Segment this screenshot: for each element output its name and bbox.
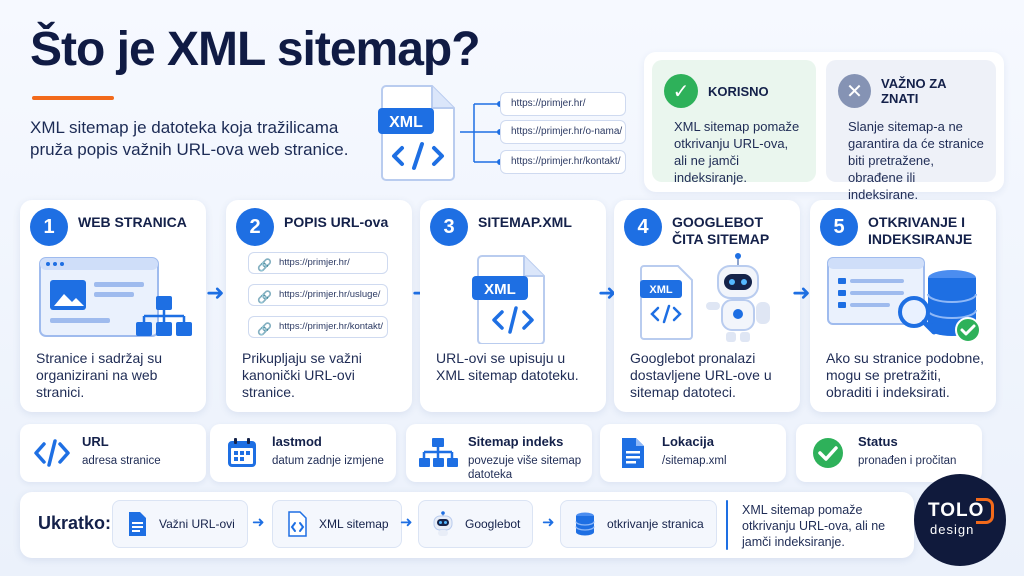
- logo-subtext: design: [930, 522, 975, 537]
- step-title: GOOGLEBOT ČITA SITEMAP: [672, 214, 770, 247]
- logo-mark: [976, 498, 994, 524]
- chip-label: otkrivanje stranica: [607, 517, 704, 531]
- arrow-right-icon: ➜: [542, 514, 555, 531]
- code-file-icon: [288, 511, 307, 537]
- url-item: 🔗https://primjer.hr/kontakt/: [248, 316, 388, 338]
- legend-desc: datum zadnje izmjene: [272, 455, 384, 467]
- arrow-right-icon: ➜: [792, 280, 811, 305]
- summary-text: XML sitemap pomaže otkrivanju URL-ova, a…: [742, 503, 886, 549]
- summary-label: Ukratko:: [38, 513, 112, 533]
- robot-icon: [433, 511, 453, 536]
- info-important-title: VAŽNO ZA ZNATI: [881, 76, 947, 106]
- arrow-right-icon: ➜: [400, 514, 413, 531]
- svg-text:XML: XML: [484, 281, 516, 298]
- summary-chip-googlebot: Googlebot: [418, 500, 534, 548]
- link-icon: 🔗: [257, 258, 272, 272]
- step-number: 3: [430, 208, 468, 246]
- tolo-design-logo: TOLO design: [914, 474, 1006, 566]
- hero-connector-lines: [460, 101, 503, 165]
- summary-chip-discovery: otkrivanje stranica: [560, 500, 717, 548]
- legend-url: URL adresa stranice: [20, 424, 206, 482]
- step-number: 4: [624, 208, 662, 246]
- step-card-5: 5 OTKRIVANJE I INDEKSIRANJE Ako su stran…: [810, 200, 996, 412]
- info-important-text: Slanje sitemap-a ne garantira da će stra…: [848, 119, 984, 202]
- page-title: Što je XML sitemap?: [30, 23, 481, 76]
- legend-desc: /sitemap.xml: [662, 455, 727, 467]
- step-card-3: 3 SITEMAP.XML XML URL-ovi se upisuju u X…: [420, 200, 606, 412]
- hero-url-3: https://primjer.hr/kontakt/: [500, 150, 626, 174]
- legend-title: Lokacija: [662, 434, 715, 449]
- step-description: Prikupljaju se važni kanonički URL-ovi s…: [242, 350, 362, 400]
- step-description: Stranice i sadržaj su organizirani na we…: [36, 350, 163, 400]
- legend-title: URL: [82, 434, 109, 449]
- link-icon: 🔗: [257, 322, 272, 336]
- step-number: 5: [820, 208, 858, 246]
- step-number: 2: [236, 208, 274, 246]
- info-useful-title: KORISNO: [708, 83, 769, 99]
- arrow-right-icon: ➜: [252, 514, 265, 531]
- step-card-1: 1 WEB STRANICA Stranice i sadržaj su org…: [20, 200, 206, 412]
- step-title: SITEMAP.XML: [478, 214, 572, 230]
- info-useful: ✓ KORISNO XML sitemap pomaže otkrivanju …: [652, 60, 816, 185]
- step-card-4: 4 GOOGLEBOT ČITA SITEMAP XML Googlebot p…: [614, 200, 800, 412]
- indexing-database-icon: [827, 257, 981, 343]
- hero-file-label: XML: [389, 114, 423, 131]
- url-item: 🔗https://primjer.hr/: [248, 252, 388, 274]
- legend-lastmod: lastmod datum zadnje izmjene: [210, 424, 396, 482]
- step-title: POPIS URL-ova: [284, 214, 389, 230]
- check-icon: ✓: [664, 74, 698, 108]
- xml-file-icon: XML: [472, 255, 545, 344]
- legend-sitemap-index: Sitemap indeks povezuje više sitemap dat…: [406, 424, 592, 482]
- summary-separator: [726, 500, 728, 550]
- document-icon: [622, 438, 644, 468]
- arrow-right-icon: ➜: [206, 280, 225, 305]
- url-item: 🔗https://primjer.hr/usluge/: [248, 284, 388, 306]
- info-useful-text: XML sitemap pomaže otkrivanju URL-ova, a…: [674, 119, 800, 185]
- step-number: 1: [30, 208, 68, 246]
- document-icon: [129, 512, 146, 536]
- title-underline: [32, 96, 114, 100]
- legend-desc: povezuje više sitemap datoteka: [468, 455, 582, 481]
- legend-status: Status pronađen i pročitan: [796, 424, 982, 482]
- database-icon: [575, 512, 595, 536]
- legend-title: Status: [858, 434, 898, 449]
- chip-label: Važni URL-ovi: [159, 517, 235, 531]
- hero-url-2: https://primjer.hr/o-nama/: [500, 120, 626, 144]
- check-circle-icon: [813, 438, 843, 468]
- step-description: Ako su stranice podobne, mogu se pretraž…: [826, 350, 984, 400]
- legend-desc: pronađen i pročitan: [858, 455, 957, 467]
- summary-chip-urls: Važni URL-ovi: [112, 500, 248, 548]
- svg-text:XML: XML: [649, 284, 673, 296]
- chip-label: Googlebot: [465, 517, 521, 531]
- calendar-icon: [228, 438, 256, 467]
- website-icon: [39, 257, 192, 337]
- legend-title: lastmod: [272, 434, 322, 449]
- code-icon: [34, 439, 70, 467]
- hierarchy-icon: [419, 438, 458, 467]
- step-description: Googlebot pronalazi dostavljene URL-ove …: [630, 350, 772, 400]
- legend-location: Lokacija /sitemap.xml: [600, 424, 786, 482]
- chip-label: XML sitemap: [319, 517, 389, 531]
- link-icon: 🔗: [257, 290, 272, 304]
- page-subtitle: XML sitemap je datoteka koja tražilicama…: [30, 118, 349, 159]
- step-title: OTKRIVANJE I INDEKSIRANJE: [868, 214, 973, 247]
- step-card-2: 2 POPIS URL-ova 🔗https://primjer.hr/ 🔗ht…: [226, 200, 412, 412]
- logo-text: TOLO: [928, 500, 985, 521]
- x-icon: ✕: [838, 74, 872, 108]
- info-important: ✕ VAŽNO ZA ZNATI Slanje sitemap-a ne gar…: [826, 60, 996, 202]
- summary-chip-sitemap: XML sitemap: [272, 500, 402, 548]
- arrow-right-icon: ➜: [598, 280, 617, 305]
- googlebot-robot-icon: XML: [640, 253, 770, 342]
- xml-file-icon: XML: [378, 85, 455, 181]
- step-description: URL-ovi se upisuju u XML sitemap datotek…: [436, 350, 579, 383]
- step-title: WEB STRANICA: [78, 214, 187, 230]
- legend-desc: adresa stranice: [82, 455, 161, 467]
- legend-title: Sitemap indeks: [468, 434, 564, 449]
- hero-url-1: https://primjer.hr/: [500, 92, 626, 116]
